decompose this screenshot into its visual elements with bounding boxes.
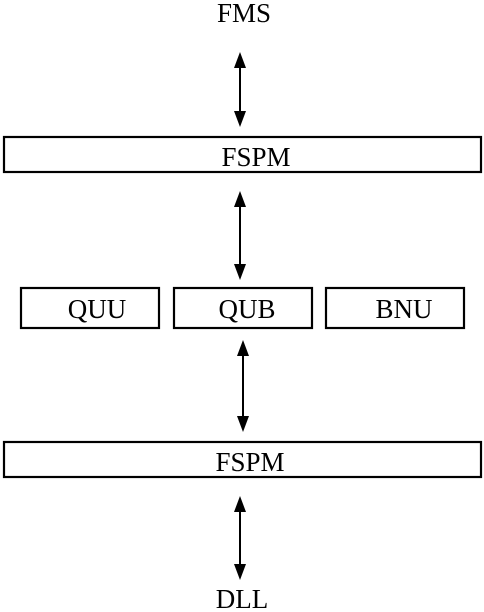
dll-label: DLL xyxy=(216,584,268,612)
qub-label: QUB xyxy=(218,294,275,324)
arrow-fspm-dll xyxy=(234,496,246,580)
upper-fspm-box: FSPM xyxy=(2,135,483,174)
fms-label: FMS xyxy=(217,0,271,28)
arrow-fms-fspm xyxy=(234,52,246,127)
bnu-box: BNU xyxy=(324,286,466,330)
bnu-label: BNU xyxy=(375,294,432,324)
lower-fspm-box: FSPM xyxy=(2,440,483,479)
upper-fspm-label: FSPM xyxy=(221,142,290,172)
qub-box: QUB xyxy=(172,286,314,330)
quu-box: QUU xyxy=(19,286,161,330)
quu-label: QUU xyxy=(68,294,127,324)
lower-fspm-label: FSPM xyxy=(215,447,284,477)
arrow-fspm-qub xyxy=(234,191,246,280)
arrow-qub-fspm xyxy=(237,340,249,432)
